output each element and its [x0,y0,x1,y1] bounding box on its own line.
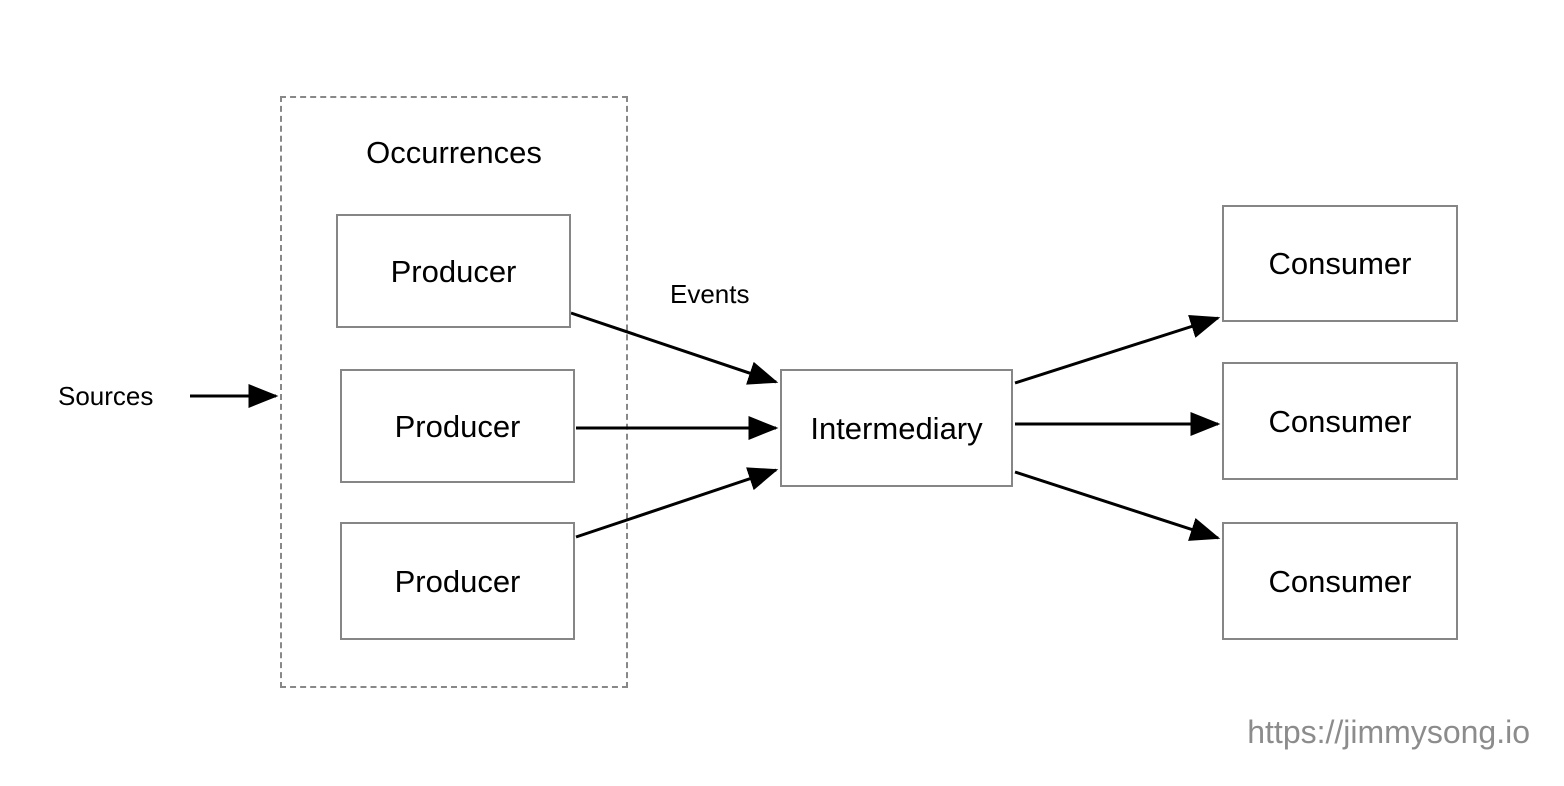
node-consumer-3[interactable]: Consumer [1222,522,1458,640]
node-consumer-2[interactable]: Consumer [1222,362,1458,480]
node-producer-3[interactable]: Producer [340,522,575,640]
node-consumer-1[interactable]: Consumer [1222,205,1458,322]
watermark-url: https://jimmysong.io [1247,714,1530,750]
node-intermediary[interactable]: Intermediary [780,369,1013,487]
edge-intermediary-to-consumer1 [1014,314,1221,385]
occurrences-group-box [280,96,628,688]
node-producer-2[interactable]: Producer [340,369,575,483]
edge-intermediary-to-consumer3 [1014,470,1221,541]
sources-label: Sources [58,381,154,411]
events-label: Events [670,279,750,309]
occurrences-group-label: Occurrences [366,135,542,170]
node-producer-1[interactable]: Producer [336,214,571,328]
